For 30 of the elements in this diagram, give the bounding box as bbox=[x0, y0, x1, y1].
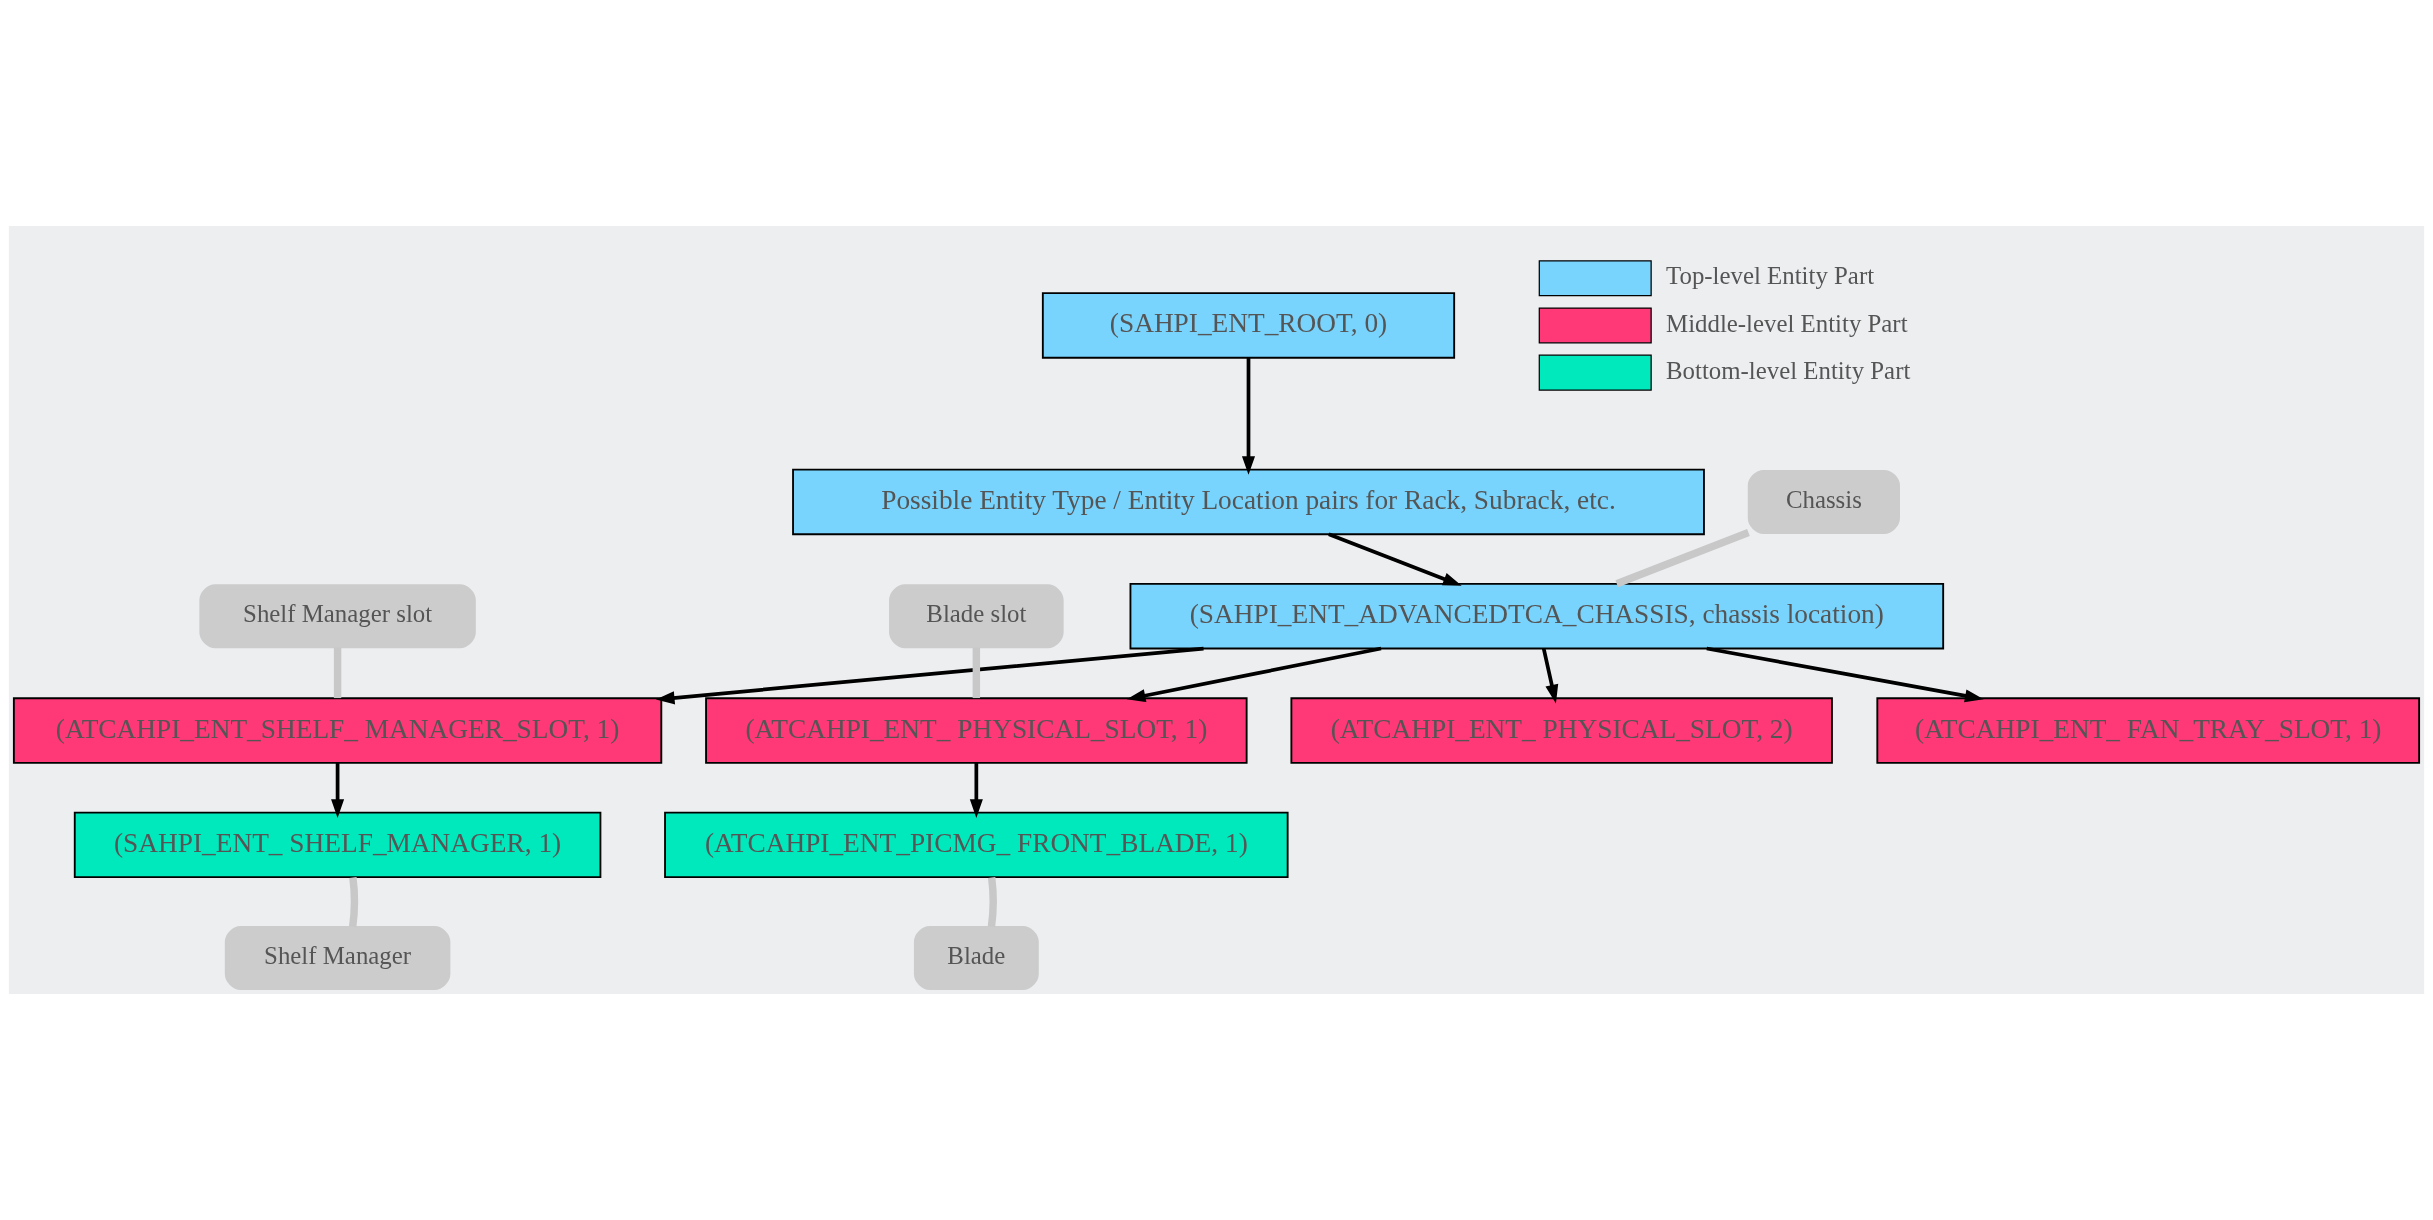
node-box: (ATCAHPI_ENT_ PHYSICAL_SLOT, 2) bbox=[1290, 697, 1833, 764]
node-box: (ATCAHPI_ENT_ FAN_TRAY_SLOT, 1) bbox=[1876, 697, 2421, 764]
node-box: Blade bbox=[913, 925, 1039, 990]
legend-label: Top-level Entity Part bbox=[1666, 262, 1875, 290]
node-box: (SAHPI_ENT_ADVANCEDTCA_CHASSIS, chassis location) bbox=[1129, 582, 1945, 650]
arrow bbox=[969, 762, 983, 818]
arrow bbox=[1706, 646, 1984, 703]
arrow bbox=[1126, 646, 1382, 703]
connector bbox=[987, 877, 997, 928]
arrow bbox=[1328, 532, 1462, 586]
node-box: Shelf Manager slot bbox=[199, 584, 476, 649]
node-box: Shelf Manager bbox=[224, 925, 451, 990]
node-box: (SAHPI_ENT_ROOT, 0) bbox=[1041, 292, 1456, 359]
node-box: (ATCAHPI_ENT_PICMG_ FRONT_BLADE, 1) bbox=[664, 811, 1289, 879]
legend-label: Bottom-level Entity Part bbox=[1666, 356, 1911, 384]
arrow bbox=[1241, 357, 1256, 475]
arrow bbox=[331, 762, 345, 818]
node-box: (SAHPI_ENT_ SHELF_MANAGER, 1) bbox=[73, 811, 602, 879]
arrow bbox=[655, 646, 1204, 705]
node-box: Chassis bbox=[1747, 469, 1900, 534]
connector bbox=[349, 877, 359, 928]
node-box: (ATCAHPI_ENT_ PHYSICAL_SLOT, 1) bbox=[705, 697, 1248, 764]
node-box: (ATCAHPI_ENT_SHELF_ MANAGER_SLOT, 1) bbox=[12, 697, 663, 764]
connector bbox=[1615, 529, 1750, 588]
node-box: Blade slot bbox=[889, 584, 1064, 649]
connector bbox=[972, 647, 981, 699]
arrow bbox=[1541, 648, 1559, 704]
legend-label: Middle-level Entity Part bbox=[1666, 309, 1908, 337]
connector bbox=[333, 647, 342, 699]
node-box: Possible Entity Type / Entity Location pairs for Rack, Subrack, etc. bbox=[792, 468, 1705, 536]
